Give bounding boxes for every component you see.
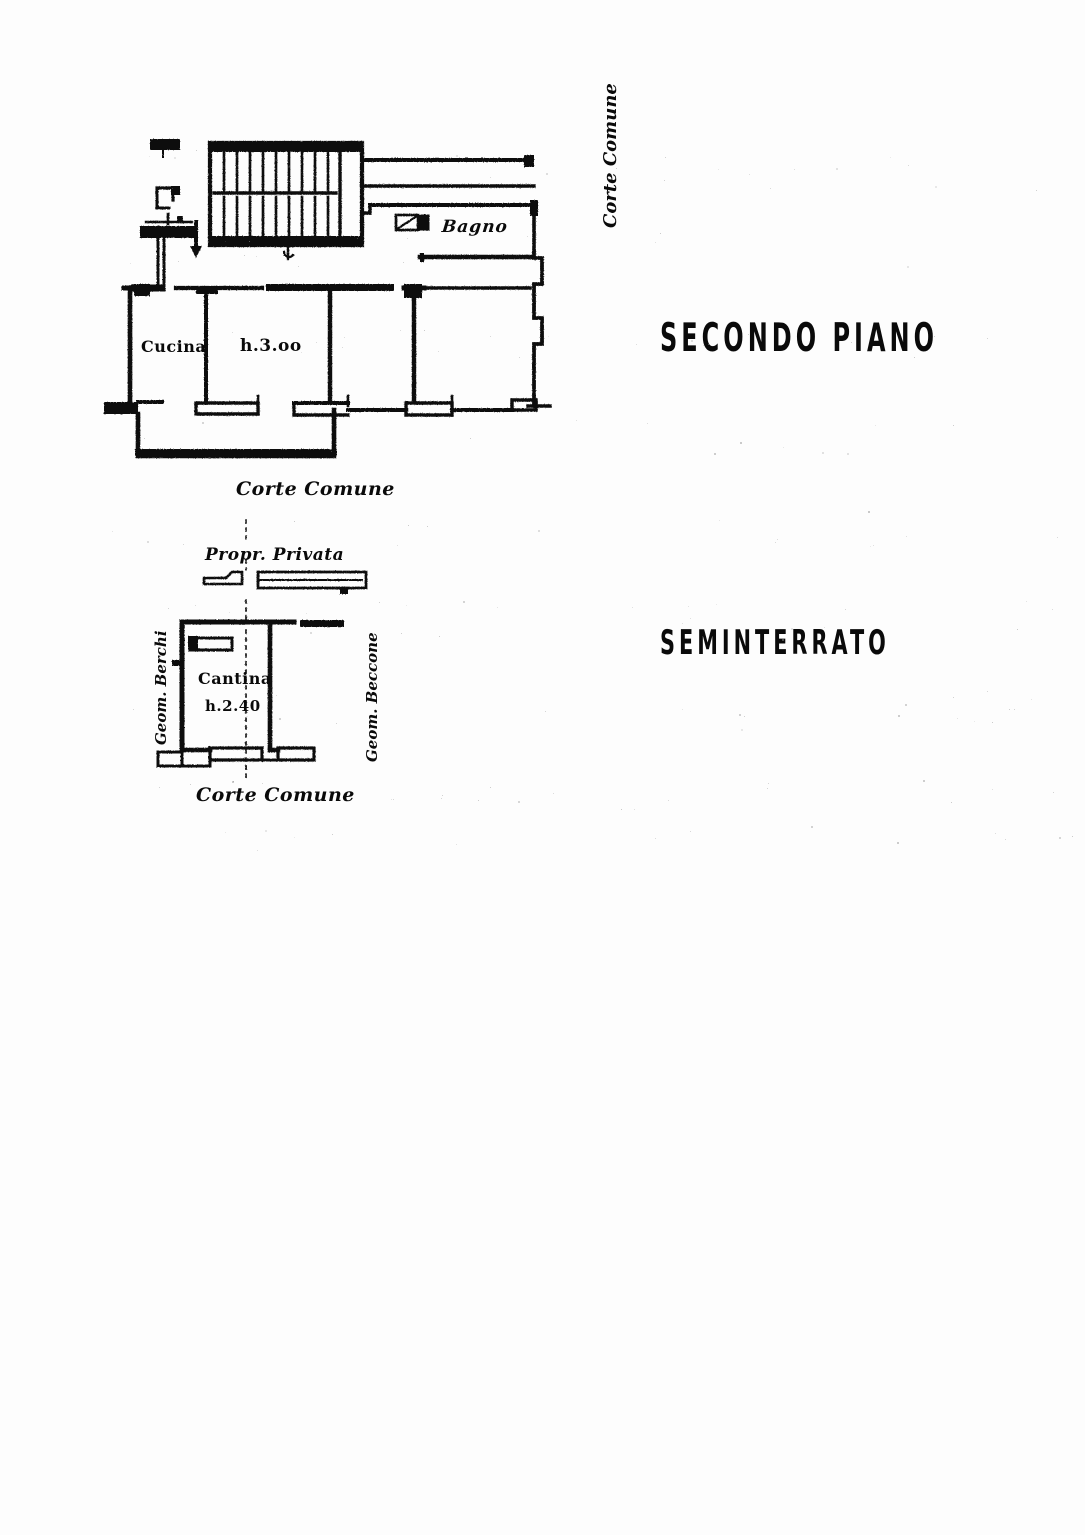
- edge-label-corte-comune-bottom-upper: Corte Comune: [236, 478, 395, 500]
- proprieta-privata-sketch: [202, 570, 368, 594]
- edge-label-geom-left: Geom. Berchi: [152, 630, 170, 745]
- room-label-cantina: Cantina: [198, 669, 272, 688]
- heading-secondo-piano: SECONDO PIANO: [660, 316, 939, 362]
- heading-seminterrato: SEMINTERRATO: [660, 624, 890, 663]
- room-label-cucina: Cucina: [141, 337, 207, 356]
- height-note-lower: h.2.40: [205, 697, 261, 715]
- edge-label-geom-right: Geom. Beccone: [363, 632, 381, 762]
- room-label-bagno: Bagno: [440, 217, 509, 237]
- edge-label-corte-comune-bottom-lower: Corte Comune: [196, 784, 355, 806]
- boundary-note-proprieta-privata: Propr. Privata: [205, 545, 345, 565]
- height-note-upper: h.3.oo: [240, 336, 302, 356]
- upper-plan-group: [104, 139, 552, 459]
- lower-plan-group: [156, 599, 344, 783]
- edge-label-corte-comune-right: Corte Comune: [600, 83, 621, 228]
